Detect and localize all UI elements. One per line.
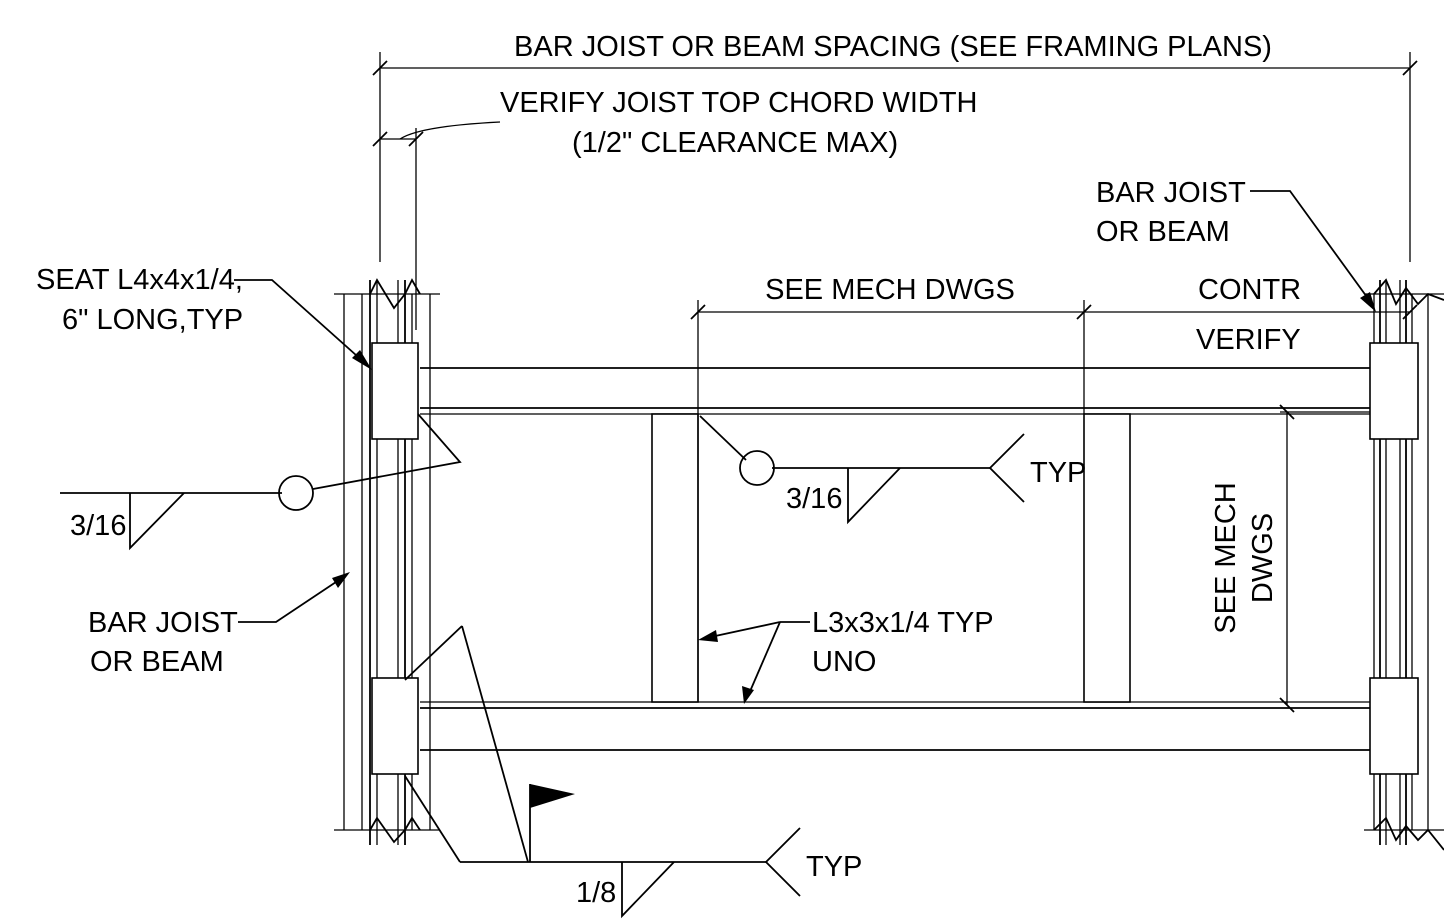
seat-line2: 6" LONG,TYP	[62, 304, 243, 336]
seat-angle-bottom-left	[371, 677, 419, 775]
weld-bottom-typ: TYP	[806, 851, 862, 883]
bar-joist-right-line2: OR BEAM	[1096, 216, 1230, 248]
arrowhead-icon	[332, 572, 350, 588]
weld-center-size: 3/16	[786, 483, 842, 515]
weld-all-around-icon	[278, 475, 314, 511]
bottom-angle-member	[420, 701, 1370, 751]
seat-line1: SEAT L4x4x1/4,	[36, 264, 243, 296]
bar-joist-right-line1: BAR JOIST	[1096, 177, 1246, 209]
weld-symbol-left: 3/16	[60, 413, 462, 551]
contr-label: CONTR	[1198, 274, 1301, 306]
seat-callout: SEAT L4x4x1/4, 6" LONG,TYP	[36, 264, 372, 370]
spacing-label: BAR JOIST OR BEAM SPACING (SEE FRAMING P…	[514, 31, 1272, 63]
seat-angle-top-left	[371, 342, 419, 440]
chord-width-dimension: VERIFY JOIST TOP CHORD WIDTH (1/2" CLEAR…	[372, 87, 978, 330]
spacing-dimension: BAR JOIST OR BEAM SPACING (SEE FRAMING P…	[372, 31, 1418, 262]
verify-chord-line2: (1/2" CLEARANCE MAX)	[572, 127, 898, 159]
verify-chord-line1: VERIFY JOIST TOP CHORD WIDTH	[500, 87, 978, 119]
weld-symbol-center: 3/16 TYP	[699, 415, 1086, 525]
angle-line2: UNO	[812, 646, 876, 678]
angle-line1: L3x3x1/4 TYP	[812, 607, 994, 639]
see-mech-horizontal-label: SEE MECH DWGS	[765, 274, 1015, 306]
arrowhead-icon	[742, 686, 754, 704]
angle-callout: L3x3x1/4 TYP UNO	[698, 607, 994, 704]
top-angle-member	[420, 367, 1370, 415]
weld-bottom-size: 1/8	[576, 877, 616, 909]
bar-joist-left-line2: OR BEAM	[90, 646, 224, 678]
weld-left-size: 3/16	[70, 510, 126, 542]
arrowhead-icon	[352, 350, 372, 370]
left-vertical-angle	[651, 413, 699, 703]
bar-joist-right-callout: BAR JOIST OR BEAM	[1096, 177, 1376, 312]
arrowhead-icon	[1360, 292, 1376, 312]
mech-horizontal-dimension: SEE MECH DWGS CONTR VERIFY	[690, 274, 1418, 414]
mech-vertical-dimension: SEE MECH DWGS	[1210, 404, 1370, 713]
weld-symbol-bottom: 1/8 TYP	[404, 625, 862, 919]
see-mech-vertical-line2: DWGS	[1247, 513, 1279, 603]
bar-joist-left-callout: BAR JOIST OR BEAM	[88, 572, 350, 678]
weld-all-around-icon	[739, 450, 775, 486]
seat-angle-bottom-right	[1369, 677, 1419, 775]
arrowhead-icon	[698, 630, 718, 642]
weld-center-typ: TYP	[1030, 457, 1086, 489]
bar-joist-left-line1: BAR JOIST	[88, 607, 238, 639]
right-vertical-angle	[1083, 413, 1131, 703]
seat-angle-top-right	[1369, 342, 1419, 440]
see-mech-vertical-line1: SEE MECH	[1210, 482, 1242, 633]
field-weld-flag-icon	[530, 784, 575, 808]
verify-label: VERIFY	[1196, 324, 1301, 356]
